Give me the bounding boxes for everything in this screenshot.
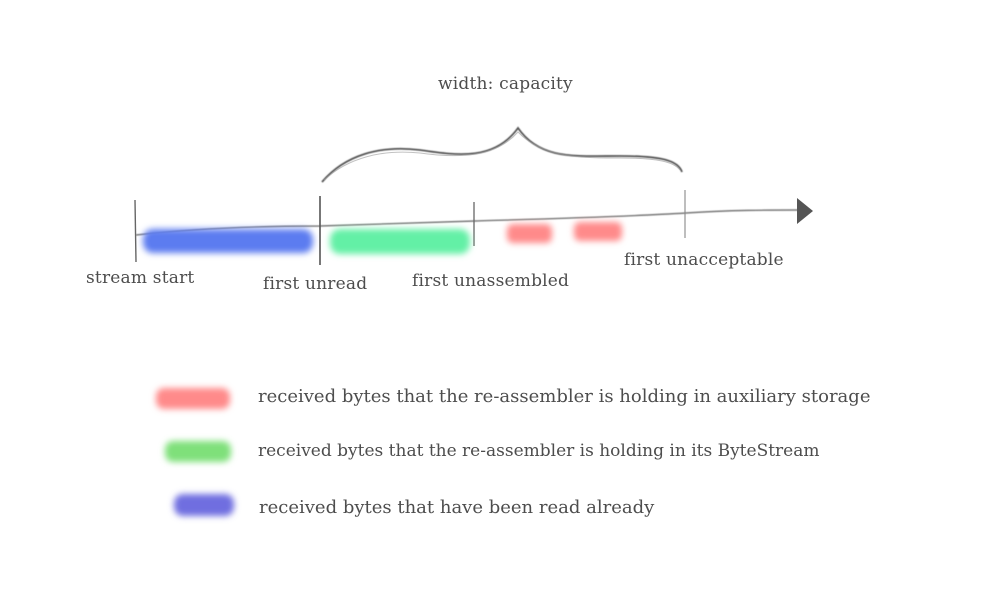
segment-bytestream-bytes: [330, 229, 470, 254]
first-unassembled-label: first unassembled: [412, 271, 570, 291]
segment-read-bytes: [143, 229, 313, 253]
stream-start-label: stream start: [86, 268, 195, 288]
legend-swatch-read: [174, 494, 234, 516]
segment-auxiliary-bytes: [574, 222, 622, 241]
stream-axis: [135, 209, 801, 236]
tick-stream-start: [134, 199, 137, 263]
legend-item-auxiliary: received bytes that the re-assembler is …: [258, 386, 871, 407]
segment-auxiliary-bytes: [507, 224, 552, 243]
legend-swatch-bytestream: [165, 441, 231, 462]
legend-item-bytestream: received bytes that the re-assembler is …: [258, 441, 820, 461]
axis-arrowhead: [797, 198, 813, 224]
capacity-label: width: capacity: [438, 74, 573, 94]
first-unacceptable-label: first unacceptable: [624, 250, 784, 270]
capacity-brace: [321, 126, 683, 183]
first-unread-label: first unread: [263, 274, 368, 294]
legend-swatch-auxiliary: [156, 388, 230, 409]
capacity-brace-shadow: [323, 131, 681, 181]
legend-item-read: received bytes that have been read alrea…: [259, 497, 655, 518]
